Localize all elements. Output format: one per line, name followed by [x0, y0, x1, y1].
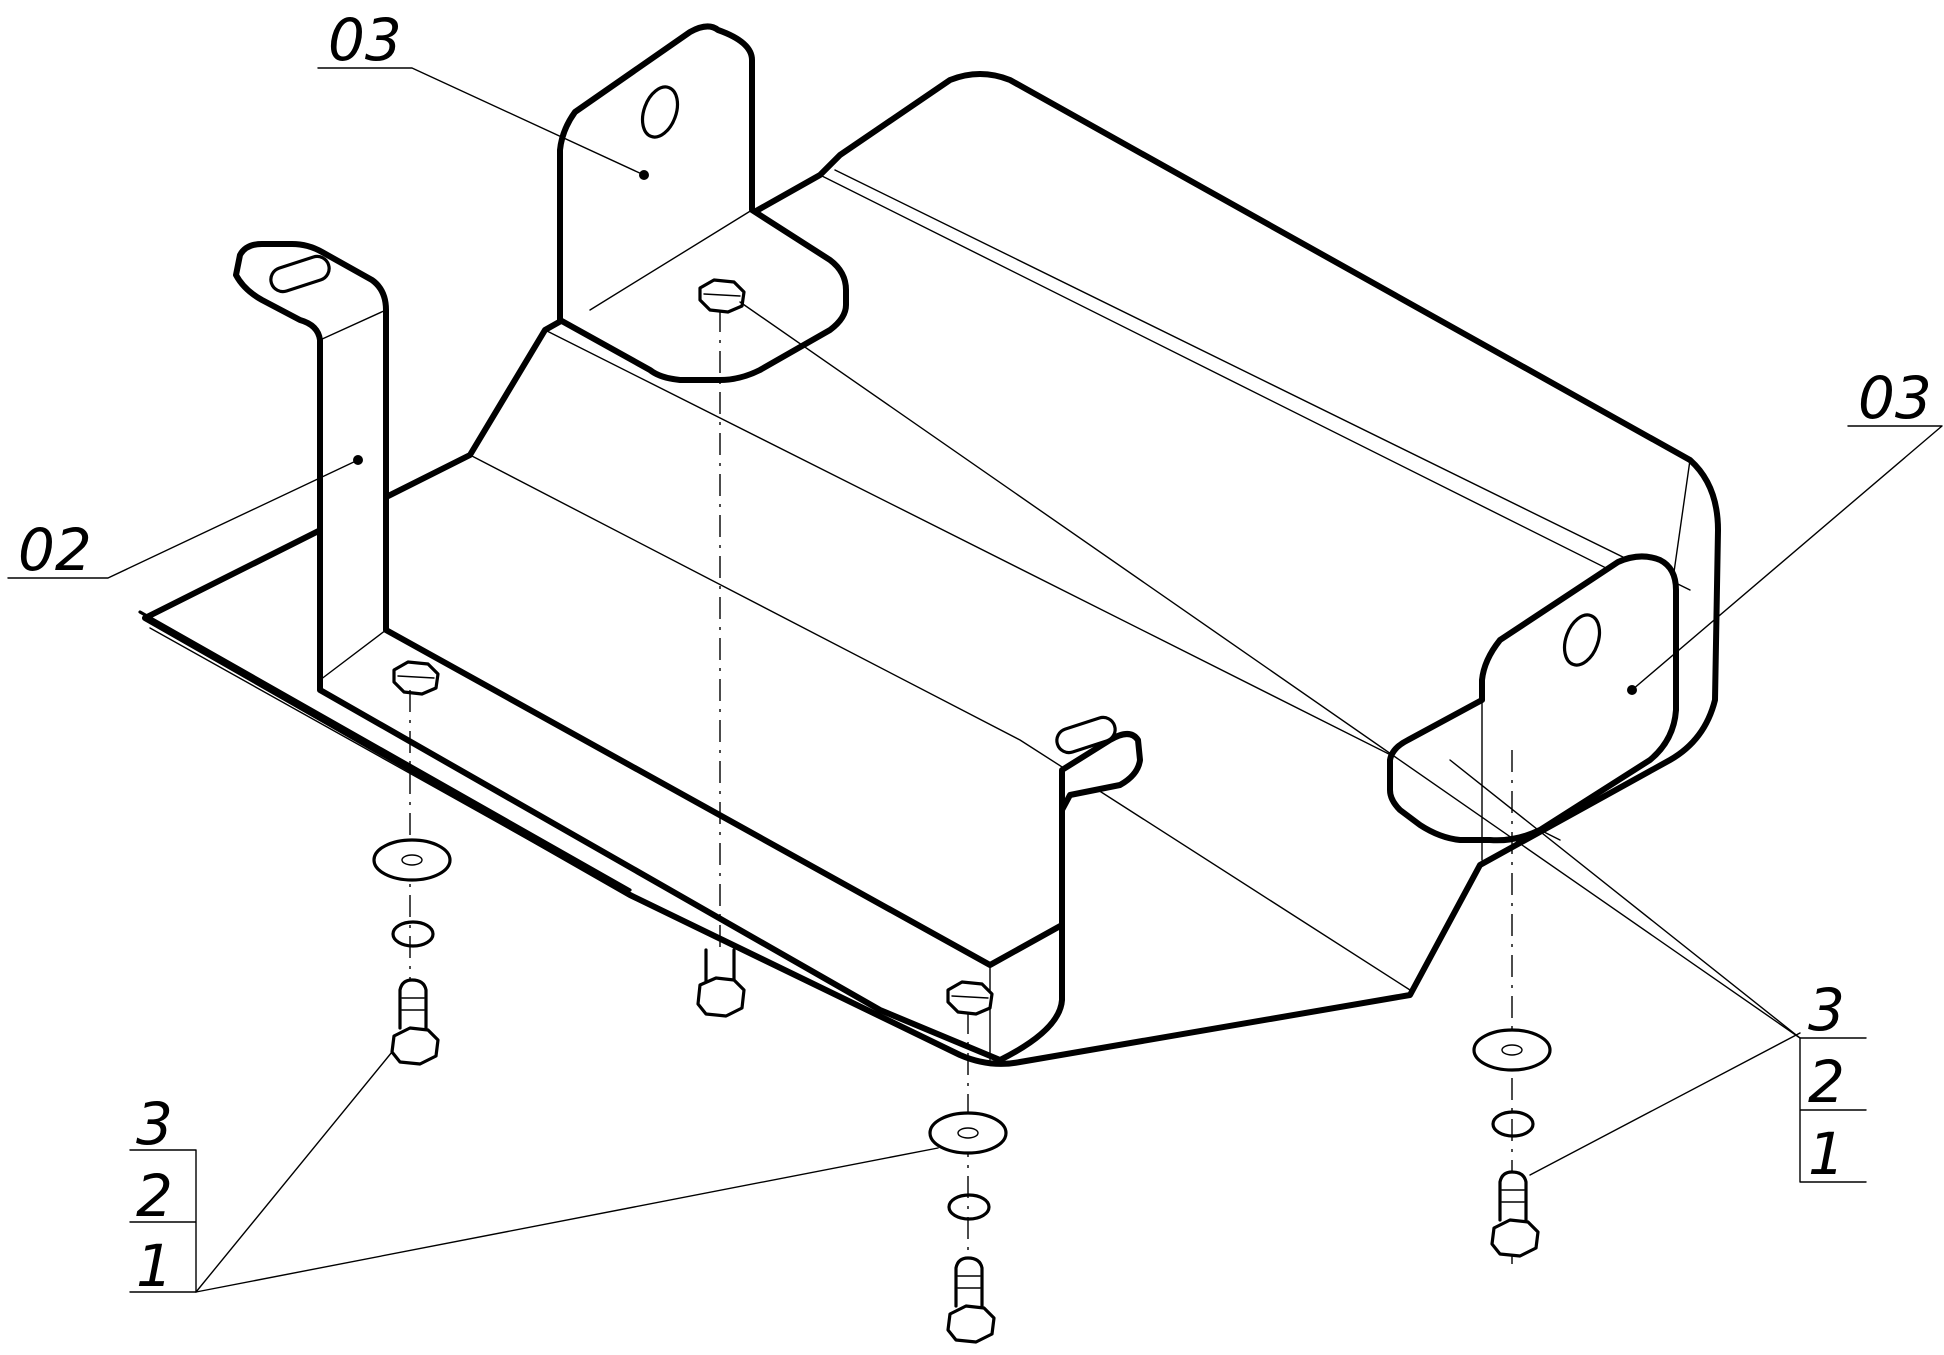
- callout-part-top: 03: [328, 6, 402, 74]
- nuts: [392, 278, 994, 1016]
- bolt-icon: [1490, 1170, 1540, 1258]
- callout-part-right: 03: [1858, 364, 1932, 432]
- fastener-stack-left: [372, 838, 452, 1066]
- callout-part-left: 02: [18, 516, 92, 584]
- callout-stack-left-3: 3: [136, 1090, 173, 1158]
- leader-lines: [7, 67, 1943, 1293]
- callout-stack-left-1: 1: [136, 1232, 173, 1300]
- bracket-top: [557, 23, 849, 383]
- callout-stack-right: 3 2 1: [1799, 976, 1867, 1188]
- callout-stack-right-1: 1: [1808, 1120, 1845, 1188]
- callout-stack-left: 3 2 1: [129, 1090, 197, 1300]
- nut-icon: [392, 660, 440, 696]
- fastener-stack-centre: [928, 1111, 1008, 1344]
- bolt-icon: [946, 1256, 996, 1344]
- callout-stack-right-3: 3: [1808, 976, 1845, 1044]
- bracket-left: [233, 241, 1143, 1063]
- nut-icon: [698, 278, 746, 314]
- spring-washer-icon: [947, 1193, 991, 1221]
- callout-stack-right-2: 2: [1808, 1048, 1845, 1116]
- spring-washer-icon: [1491, 1110, 1535, 1138]
- nut-icon: [946, 980, 994, 1016]
- bolt-icon: [390, 978, 440, 1066]
- bolt-icon: [696, 948, 746, 1018]
- callout-stack-left-2: 2: [136, 1162, 173, 1230]
- spring-washer-icon: [391, 920, 435, 948]
- fastener-stack-right: [1472, 1028, 1552, 1258]
